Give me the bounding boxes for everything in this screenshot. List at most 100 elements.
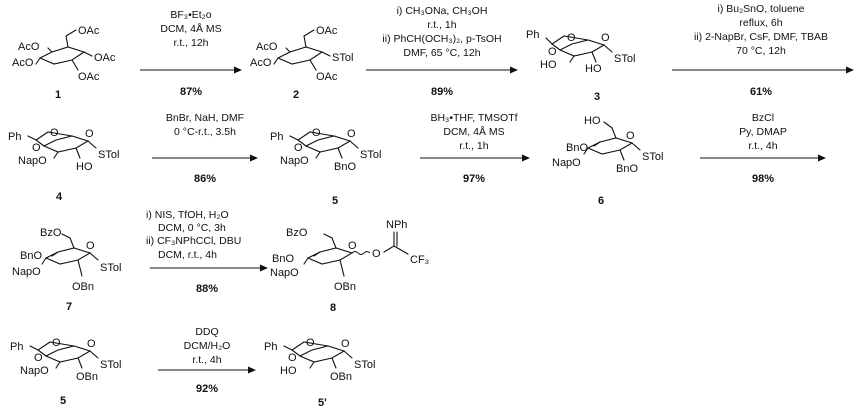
compound-number: 4 (56, 191, 63, 203)
condition-line: DCM, 0 °C, 3h (158, 222, 226, 234)
c8-label: O (348, 240, 357, 252)
compound-number: 8 (330, 302, 336, 314)
c8-label: NapO (270, 267, 299, 279)
c7-label: BnO (20, 250, 42, 262)
compound-2: OAc AcO AcO STol OAc 2 (250, 25, 353, 101)
condition-line: i) Bu₂SnO, toluene (718, 3, 805, 15)
c8-label: NPh (386, 219, 407, 231)
c5-label: Ph (270, 131, 283, 143)
c4-label: O (32, 142, 41, 154)
c5p-label: STol (354, 359, 375, 371)
c8-label: BzO (286, 227, 308, 239)
condition-line: ii) 2-NapBr, CsF, DMF, TBAB (694, 31, 828, 43)
c2-label: OAc (316, 71, 338, 83)
yield-label: 61% (750, 86, 772, 98)
yield-label: 97% (463, 173, 485, 185)
c5p-label: OBn (330, 371, 352, 383)
c5p-label: O (288, 352, 297, 364)
compound-1: OAc AcO AcO OAc OAc 1 (12, 25, 116, 101)
c1-label: OAc (78, 71, 100, 83)
c8-label: O (372, 248, 381, 260)
yield-label: 89% (431, 86, 453, 98)
compound-number: 5 (332, 195, 338, 207)
yield-label: 87% (180, 86, 202, 98)
compound-number: 5 (60, 395, 66, 407)
c7-label: O (86, 240, 95, 252)
reaction-7: i) NIS, TfOH, H₂O DCM, 0 °C, 3h ii) CF₃N… (146, 209, 268, 295)
yield-label: 92% (196, 383, 218, 395)
c4-label: O (85, 128, 94, 140)
condition-line: DCM, r.t., 4h (158, 249, 217, 261)
condition-line: r.t., 1h (459, 140, 488, 152)
condition-line: BnBr, NaH, DMF (166, 112, 244, 124)
condition-line: ii) PhCH(OCH₃)₂, p-TsOH (382, 33, 501, 45)
c4-label: STol (98, 149, 119, 161)
compound-4: Ph O O NapO HO STol O 4 (8, 127, 119, 203)
condition-line: DCM, 4Å MS (443, 125, 504, 138)
c1-label: AcO (12, 57, 34, 69)
c4-label: HO (76, 161, 93, 173)
c6-label: BnO (616, 163, 638, 175)
c4-label: Ph (8, 131, 21, 143)
c5b-label: O (34, 352, 43, 364)
c6-label: STol (642, 151, 663, 163)
c5-label: O (294, 142, 303, 154)
c5p-label: Ph (264, 341, 277, 353)
c2-label: STol (332, 52, 353, 64)
c5b-label: O (52, 337, 61, 349)
condition-line: Py, DMAP (739, 126, 787, 138)
compound-5-prime: Ph O O HO OBn STol O 5' (264, 337, 375, 409)
condition-line: BH₃•THF, TMSOTf (430, 112, 517, 124)
compound-number: 5' (318, 397, 327, 409)
c1-label: AcO (18, 41, 40, 53)
condition-line: DCM/H₂O (184, 340, 231, 352)
condition-line: DDQ (195, 326, 218, 338)
c5-label: STol (360, 149, 381, 161)
c5p-label: O (341, 338, 350, 350)
condition-line: r.t., 4h (748, 140, 777, 152)
c6-label: NapO (552, 157, 581, 169)
compound-8: BzO BnO NapO OBn O NPh CF₃ O 8 (270, 219, 429, 314)
c5-label: O (347, 128, 356, 140)
c5b-label: O (87, 338, 96, 350)
c7-label: NapO (12, 266, 41, 278)
reaction-1: BF₃•Et₂o DCM, 4Å MS r.t., 12h 87% (140, 9, 242, 98)
c5-label: O (312, 127, 321, 139)
c2-label: AcO (250, 57, 272, 69)
c5p-label: O (306, 337, 315, 349)
c3-label: HO (540, 59, 557, 71)
c5p-label: HO (280, 365, 297, 377)
compound-3: Ph O O HO HO STol O 3 (526, 29, 635, 103)
condition-line: r.t., 12h (173, 37, 208, 49)
c8-label: BnO (272, 253, 294, 265)
condition-line: ii) CF₃NPhCCl, DBU (146, 235, 241, 247)
c6-label: HO (584, 115, 601, 127)
reaction-2: i) CH₃ONa, CH₃OH r.t., 1h ii) PhCH(OCH₃)… (366, 5, 518, 98)
c6-label: O (626, 130, 635, 142)
reaction-5: BH₃•THF, TMSOTf DCM, 4Å MS r.t., 1h 97% (420, 112, 530, 185)
condition-line: i) NIS, TfOH, H₂O (146, 209, 229, 221)
c2-label: OAc (316, 25, 338, 37)
c3-label: O (601, 32, 610, 44)
yield-label: 86% (194, 173, 216, 185)
compound-6: HO BnO NapO BnO STol O 6 (552, 115, 663, 207)
compound-number: 3 (594, 91, 600, 103)
condition-line: r.t., 4h (192, 354, 221, 366)
condition-line: reflux, 6h (739, 17, 782, 29)
reaction-8: DDQ DCM/H₂O r.t., 4h 92% (158, 326, 256, 395)
condition-line: BF₃•Et₂o (170, 9, 211, 21)
c2-label: AcO (256, 41, 278, 53)
c1-label: OAc (78, 25, 100, 37)
c1-label: OAc (94, 52, 116, 64)
c4-label: NapO (18, 155, 47, 167)
yield-label: 88% (196, 283, 218, 295)
compound-number: 2 (293, 89, 299, 101)
c8-label: OBn (334, 281, 356, 293)
c7-label: BzO (40, 227, 62, 239)
c4-label: O (50, 127, 59, 139)
c3-label: O (567, 32, 576, 44)
condition-line: 0 °C-r.t., 3.5h (174, 126, 236, 138)
condition-line: DCM, 4Å MS (160, 22, 221, 35)
condition-line: r.t., 1h (427, 19, 456, 31)
